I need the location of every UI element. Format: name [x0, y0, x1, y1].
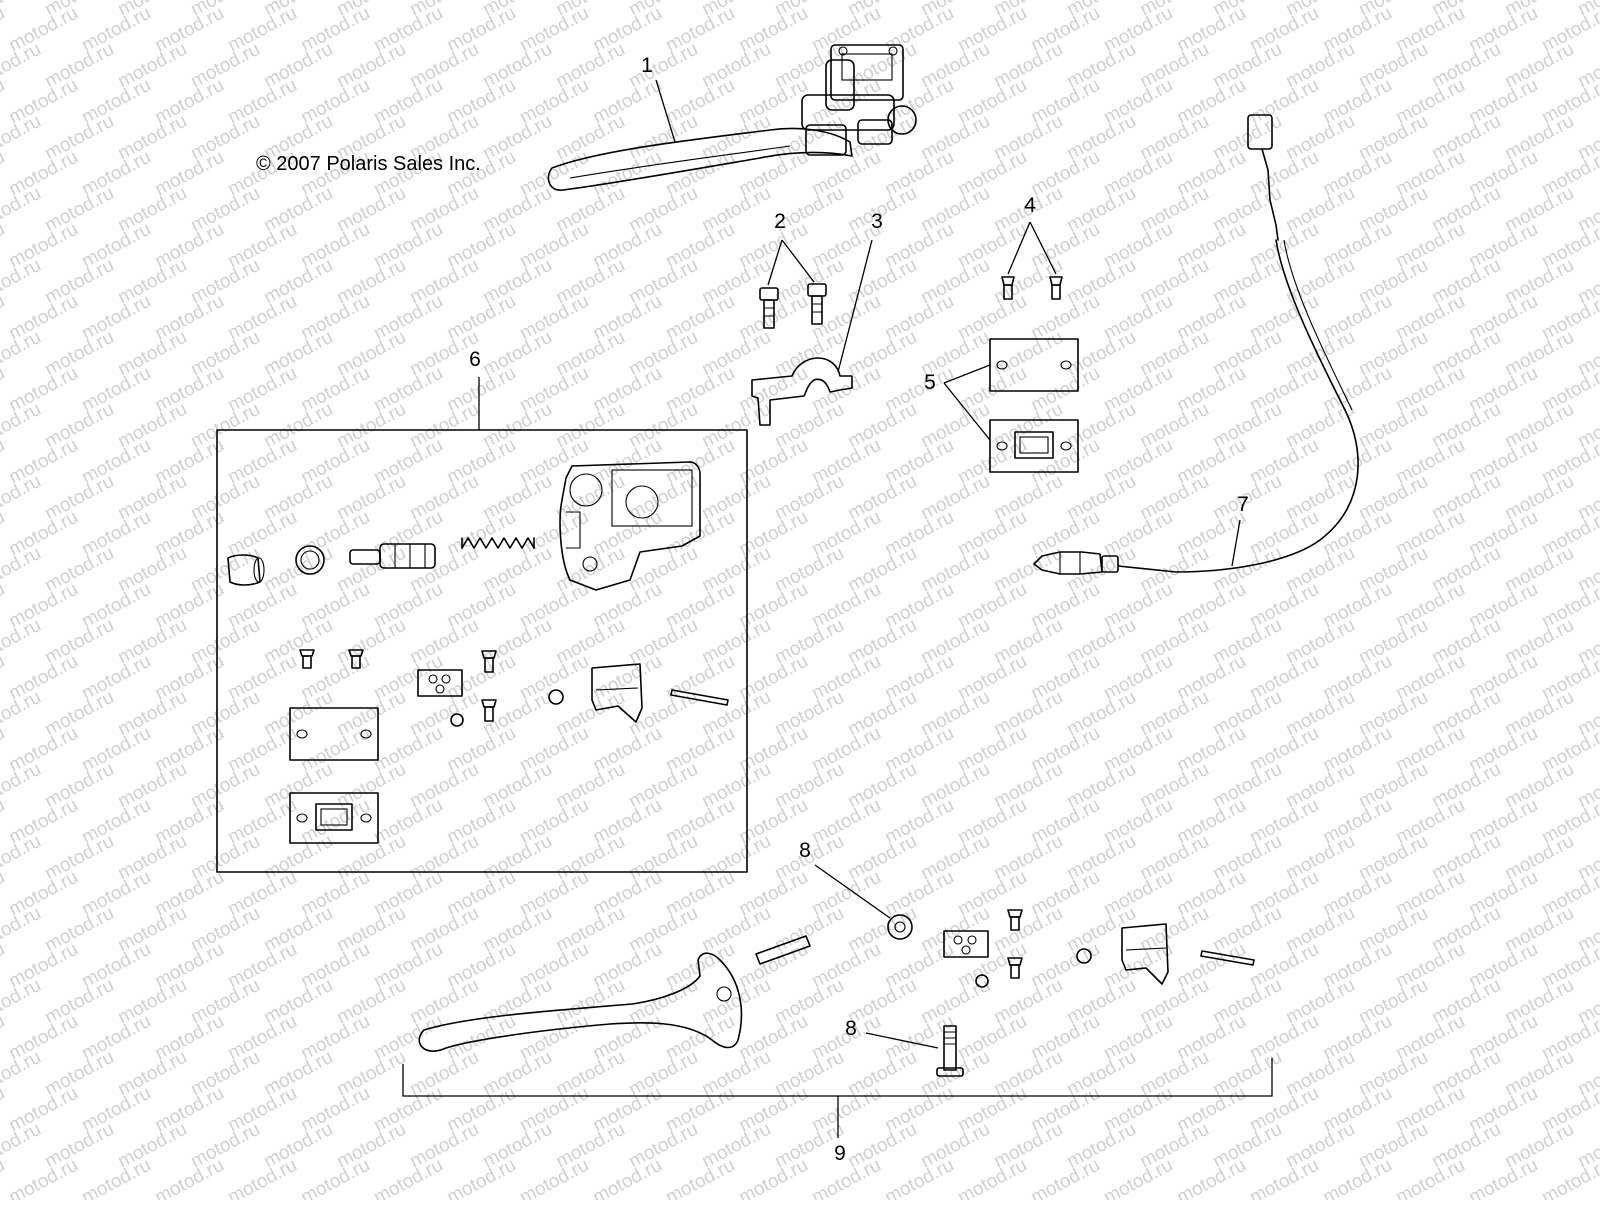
- watermark-text: motod.ru: [0, 687, 45, 741]
- watermark-text: motod.ru: [1173, 1155, 1249, 1200]
- watermark-text: motod.ru: [370, 1155, 446, 1200]
- watermark-text: motod.ru: [0, 327, 45, 381]
- watermark-text: motod.ru: [0, 543, 45, 597]
- watermark-text: motod.ru: [0, 39, 45, 93]
- watermark-text: motod.ru: [516, 1155, 592, 1200]
- watermark-text: motod.ru: [0, 0, 45, 20]
- watermark-text: motod.ru: [5, 1155, 81, 1200]
- copyright-text: © 2007 Polaris Sales Inc.: [256, 153, 481, 175]
- watermark-text: motod.ru: [808, 1155, 884, 1200]
- watermark-text: motod.ru: [0, 255, 45, 309]
- watermark-text: motod.ru: [297, 1155, 373, 1200]
- watermark-text: motod.ru: [0, 291, 9, 345]
- callout-1: 1: [641, 54, 653, 77]
- watermark-text: motod.ru: [0, 219, 9, 273]
- watermark-text: motod.ru: [0, 939, 9, 993]
- watermark-text: motod.ru: [0, 1011, 9, 1065]
- watermark-text: motod.ru: [224, 1155, 300, 1200]
- watermark-text: motod.ru: [0, 615, 45, 669]
- watermark-text: motod.ru: [1100, 1155, 1176, 1200]
- watermark-text: motod.ru: [0, 831, 45, 885]
- callout-5: 5: [924, 371, 936, 394]
- watermark-text: motod.ru: [1319, 1155, 1395, 1200]
- watermark-text: motod.ru: [0, 399, 45, 453]
- watermark-text: motod.ru: [0, 183, 45, 237]
- watermark-text: motod.ru: [0, 867, 9, 921]
- watermark-text: motod.ru: [1574, 0, 1600, 20]
- watermark-text: motod.ru: [0, 579, 9, 633]
- watermark-text: motod.ru: [0, 651, 9, 705]
- watermark-text: motod.ru: [735, 1155, 811, 1200]
- watermark-text: motod.ru: [0, 723, 9, 777]
- watermark-text: motod.ru: [0, 471, 45, 525]
- watermark-text: motod.ru: [954, 1155, 1030, 1200]
- watermark-text: motod.ru: [662, 1155, 738, 1200]
- watermark-text: motod.ru: [0, 975, 45, 1029]
- watermark-text: motod.ru: [0, 147, 9, 201]
- watermark-text: motod.ru: [589, 1155, 665, 1200]
- watermark-text: motod.ru: [1392, 1155, 1468, 1200]
- callout-9: 9: [834, 1142, 846, 1165]
- callout-8-washer: 8: [799, 839, 811, 862]
- callout-8-bolt: 8: [845, 1017, 857, 1040]
- watermark-text: motod.ru: [78, 1155, 154, 1200]
- watermark-text: motod.ru: [0, 903, 45, 957]
- watermark-text: motod.ru: [0, 75, 9, 129]
- callout-6: 6: [469, 348, 481, 371]
- watermark-text: motod.ru: [151, 1155, 227, 1200]
- watermark-text: motod.ru: [0, 111, 45, 165]
- watermark-text: motod.ru: [0, 759, 45, 813]
- watermark-text: motod.ru: [0, 3, 9, 57]
- watermark-text: motod.ru: [1538, 1155, 1600, 1200]
- watermark-text: motod.ru: [0, 363, 9, 417]
- callout-4: 4: [1024, 194, 1036, 217]
- watermark-text: motod.ru: [443, 1155, 519, 1200]
- watermark-text: motod.ru: [0, 1083, 9, 1137]
- watermark-text: motod.ru: [0, 1047, 45, 1101]
- callout-2: 2: [774, 210, 786, 233]
- callout-7: 7: [1237, 493, 1249, 516]
- watermark-text: motod.ru: [1465, 1155, 1541, 1200]
- callout-3: 3: [871, 210, 883, 233]
- watermark-text: motod.ru: [0, 507, 9, 561]
- watermark-text: motod.ru: [0, 1119, 45, 1173]
- watermark-text: motod.ru: [0, 435, 9, 489]
- watermark-text: motod.ru: [0, 795, 9, 849]
- watermark-text: motod.ru: [881, 1155, 957, 1200]
- watermark-text: motod.ru: [1246, 1155, 1322, 1200]
- watermark-text: motod.ru: [1027, 1155, 1103, 1200]
